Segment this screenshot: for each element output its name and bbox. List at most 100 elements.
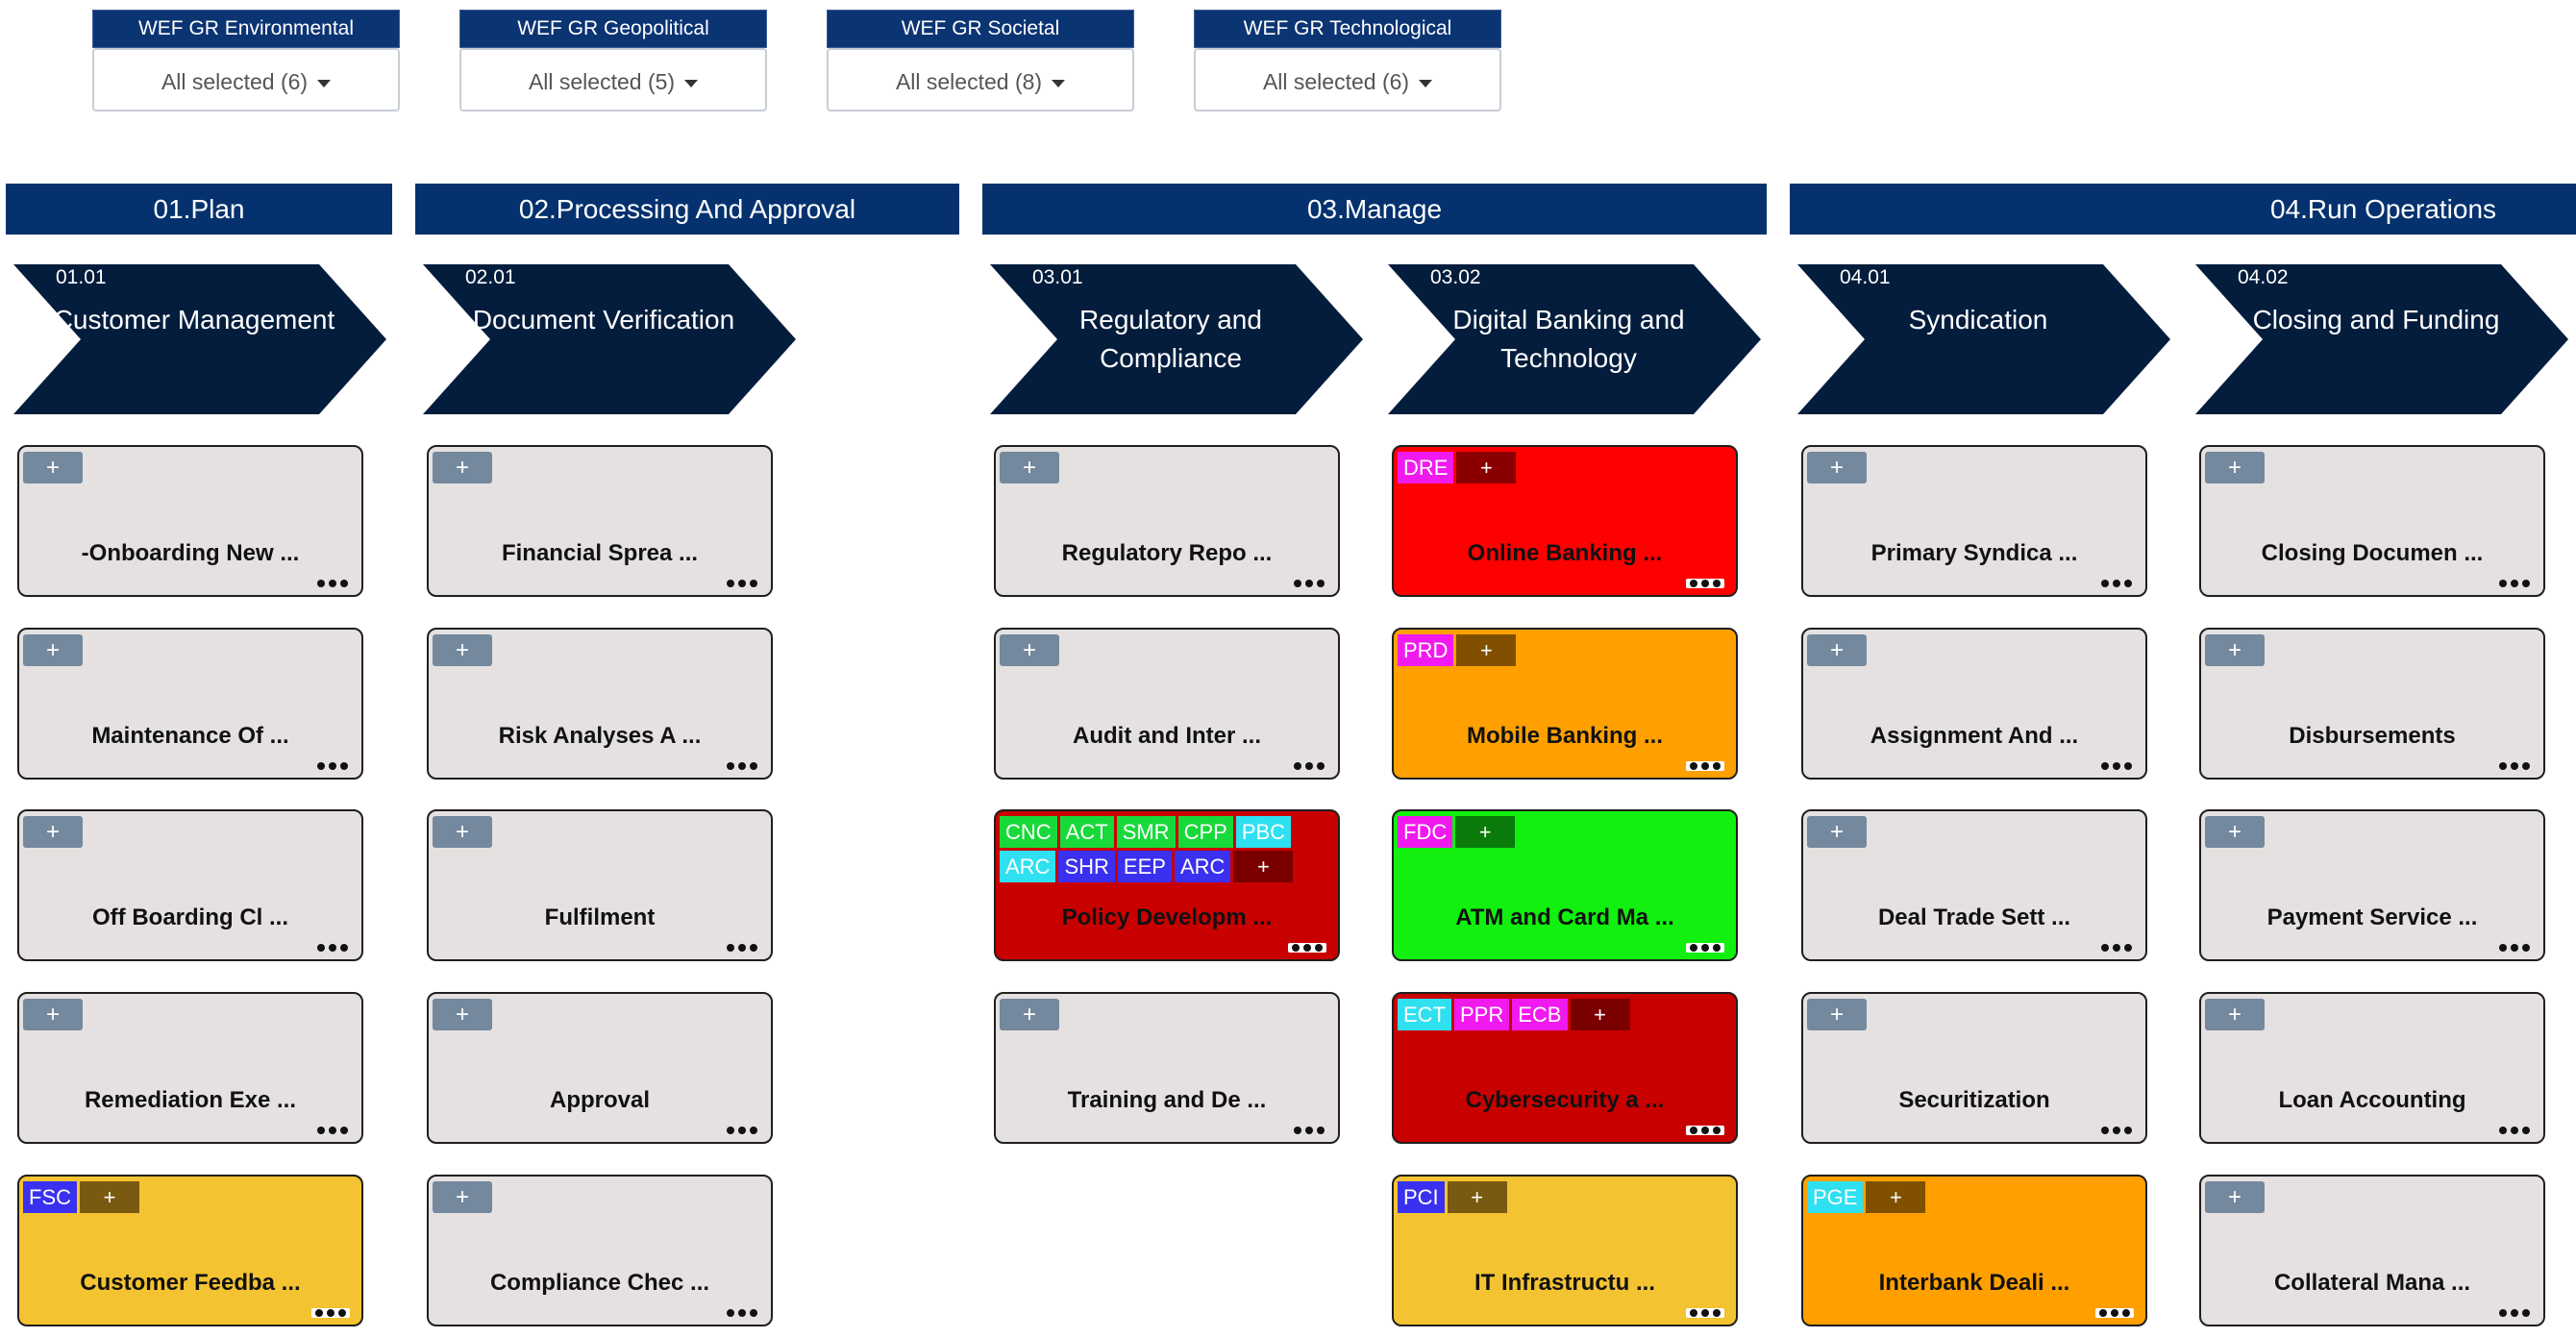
add-tag-button[interactable]: + [433,1181,492,1213]
risk-tag[interactable]: CNC [1000,816,1057,848]
more-options-icon[interactable] [1686,943,1724,953]
add-tag-button[interactable]: + [2205,999,2265,1030]
risk-tag[interactable]: ARC [1174,851,1231,882]
more-options-icon[interactable] [1288,943,1326,953]
process-card[interactable]: +Off Boarding Cl ... [17,809,363,961]
process-card[interactable]: +Audit and Inter ... [994,628,1340,780]
add-tag-button[interactable]: + [1456,452,1517,483]
add-tag-button[interactable]: + [1000,452,1059,483]
societal-select[interactable]: All selected (8) [827,48,1134,112]
add-tag-button[interactable]: + [23,452,83,483]
more-options-icon[interactable] [311,1308,350,1318]
risk-tag[interactable]: PRD [1398,634,1454,666]
add-tag-button[interactable]: + [433,452,492,483]
process-card[interactable]: +Compliance Chec ... [427,1175,773,1326]
capability-closing-funding[interactable]: 04.02 Closing and Funding [2195,264,2568,414]
process-card[interactable]: +Fulfilment [427,809,773,961]
process-card[interactable]: +Regulatory Repo ... [994,445,1340,597]
more-options-icon[interactable] [1686,579,1724,588]
add-tag-button[interactable]: + [1866,1181,1926,1213]
risk-tag[interactable]: EEP [1117,851,1172,882]
risk-tag[interactable]: CPP [1177,816,1233,848]
more-options-icon[interactable] [725,1308,759,1318]
process-card[interactable]: +Training and De ... [994,992,1340,1144]
process-card[interactable]: +Financial Sprea ... [427,445,773,597]
process-card[interactable]: +-Onboarding New ... [17,445,363,597]
more-options-icon[interactable] [2497,1126,2532,1135]
process-card[interactable]: CNC ACT SMR CPP PBC ARC SHR EEP ARC + Po… [994,809,1340,961]
process-card[interactable]: +Approval [427,992,773,1144]
more-options-icon[interactable] [1686,1308,1724,1318]
risk-tag[interactable]: ECB [1512,999,1568,1030]
more-options-icon[interactable] [725,579,759,588]
process-card[interactable]: +Deal Trade Sett ... [1801,809,2147,961]
capability-syndication[interactable]: 04.01 Syndication [1797,264,2170,414]
process-card[interactable]: +Collateral Mana ... [2199,1175,2545,1326]
capability-digital-banking[interactable]: 03.02 Digital Banking and Technology [1388,264,1761,414]
risk-tag[interactable]: PCI [1398,1181,1445,1213]
more-options-icon[interactable] [2497,943,2532,953]
process-card[interactable]: DRE + Online Banking ... [1392,445,1738,597]
technological-select[interactable]: All selected (6) [1194,48,1501,112]
process-card[interactable]: FSC + Customer Feedba ... [17,1175,363,1326]
more-options-icon[interactable] [2497,761,2532,771]
more-options-icon[interactable] [315,579,350,588]
risk-tag[interactable]: DRE [1398,452,1454,483]
environmental-select[interactable]: All selected (6) [92,48,400,112]
risk-tag[interactable]: ECT [1398,999,1451,1030]
more-options-icon[interactable] [2099,579,2134,588]
more-options-icon[interactable] [1292,1126,1326,1135]
capability-document-verification[interactable]: 02.01 Document Verification [423,264,796,414]
process-card[interactable]: +Risk Analyses A ... [427,628,773,780]
add-tag-button[interactable]: + [80,1181,139,1213]
risk-tag[interactable]: ARC [1000,851,1056,882]
risk-tag[interactable]: FDC [1398,816,1453,848]
add-tag-button[interactable]: + [1447,1181,1507,1213]
add-tag-button[interactable]: + [2205,816,2265,848]
more-options-icon[interactable] [2497,579,2532,588]
risk-tag[interactable]: ACT [1059,816,1114,848]
add-tag-button[interactable]: + [1233,851,1294,882]
add-tag-button[interactable]: + [433,634,492,666]
add-tag-button[interactable]: + [2205,634,2265,666]
more-options-icon[interactable] [2099,1126,2134,1135]
process-card[interactable]: +Loan Accounting [2199,992,2545,1144]
more-options-icon[interactable] [1292,579,1326,588]
add-tag-button[interactable]: + [1807,634,1867,666]
process-card[interactable]: +Assignment And ... [1801,628,2147,780]
more-options-icon[interactable] [725,943,759,953]
risk-tag[interactable]: PGE [1807,1181,1864,1213]
add-tag-button[interactable]: + [1456,634,1517,666]
process-card[interactable]: PCI + IT Infrastructu ... [1392,1175,1738,1326]
more-options-icon[interactable] [1686,761,1724,771]
add-tag-button[interactable]: + [1570,999,1630,1030]
more-options-icon[interactable] [1686,1126,1724,1135]
process-card[interactable]: FDC + ATM and Card Ma ... [1392,809,1738,961]
add-tag-button[interactable]: + [2205,1181,2265,1213]
process-card[interactable]: +Primary Syndica ... [1801,445,2147,597]
risk-tag[interactable]: SHR [1058,851,1115,882]
more-options-icon[interactable] [2497,1308,2532,1318]
more-options-icon[interactable] [315,1126,350,1135]
more-options-icon[interactable] [315,943,350,953]
add-tag-button[interactable]: + [433,816,492,848]
more-options-icon[interactable] [2099,761,2134,771]
process-card[interactable]: ECT PPR ECB + Cybersecurity a ... [1392,992,1738,1144]
add-tag-button[interactable]: + [23,999,83,1030]
more-options-icon[interactable] [315,761,350,771]
process-card[interactable]: +Securitization [1801,992,2147,1144]
geopolitical-select[interactable]: All selected (5) [459,48,767,112]
add-tag-button[interactable]: + [23,634,83,666]
add-tag-button[interactable]: + [433,999,492,1030]
process-card[interactable]: +Disbursements [2199,628,2545,780]
add-tag-button[interactable]: + [1807,999,1867,1030]
add-tag-button[interactable]: + [2205,452,2265,483]
add-tag-button[interactable]: + [1455,816,1516,848]
more-options-icon[interactable] [1292,761,1326,771]
add-tag-button[interactable]: + [1000,999,1059,1030]
risk-tag[interactable]: FSC [23,1181,77,1213]
add-tag-button[interactable]: + [1000,634,1059,666]
add-tag-button[interactable]: + [1807,816,1867,848]
process-card[interactable]: +Payment Service ... [2199,809,2545,961]
process-card[interactable]: PRD + Mobile Banking ... [1392,628,1738,780]
